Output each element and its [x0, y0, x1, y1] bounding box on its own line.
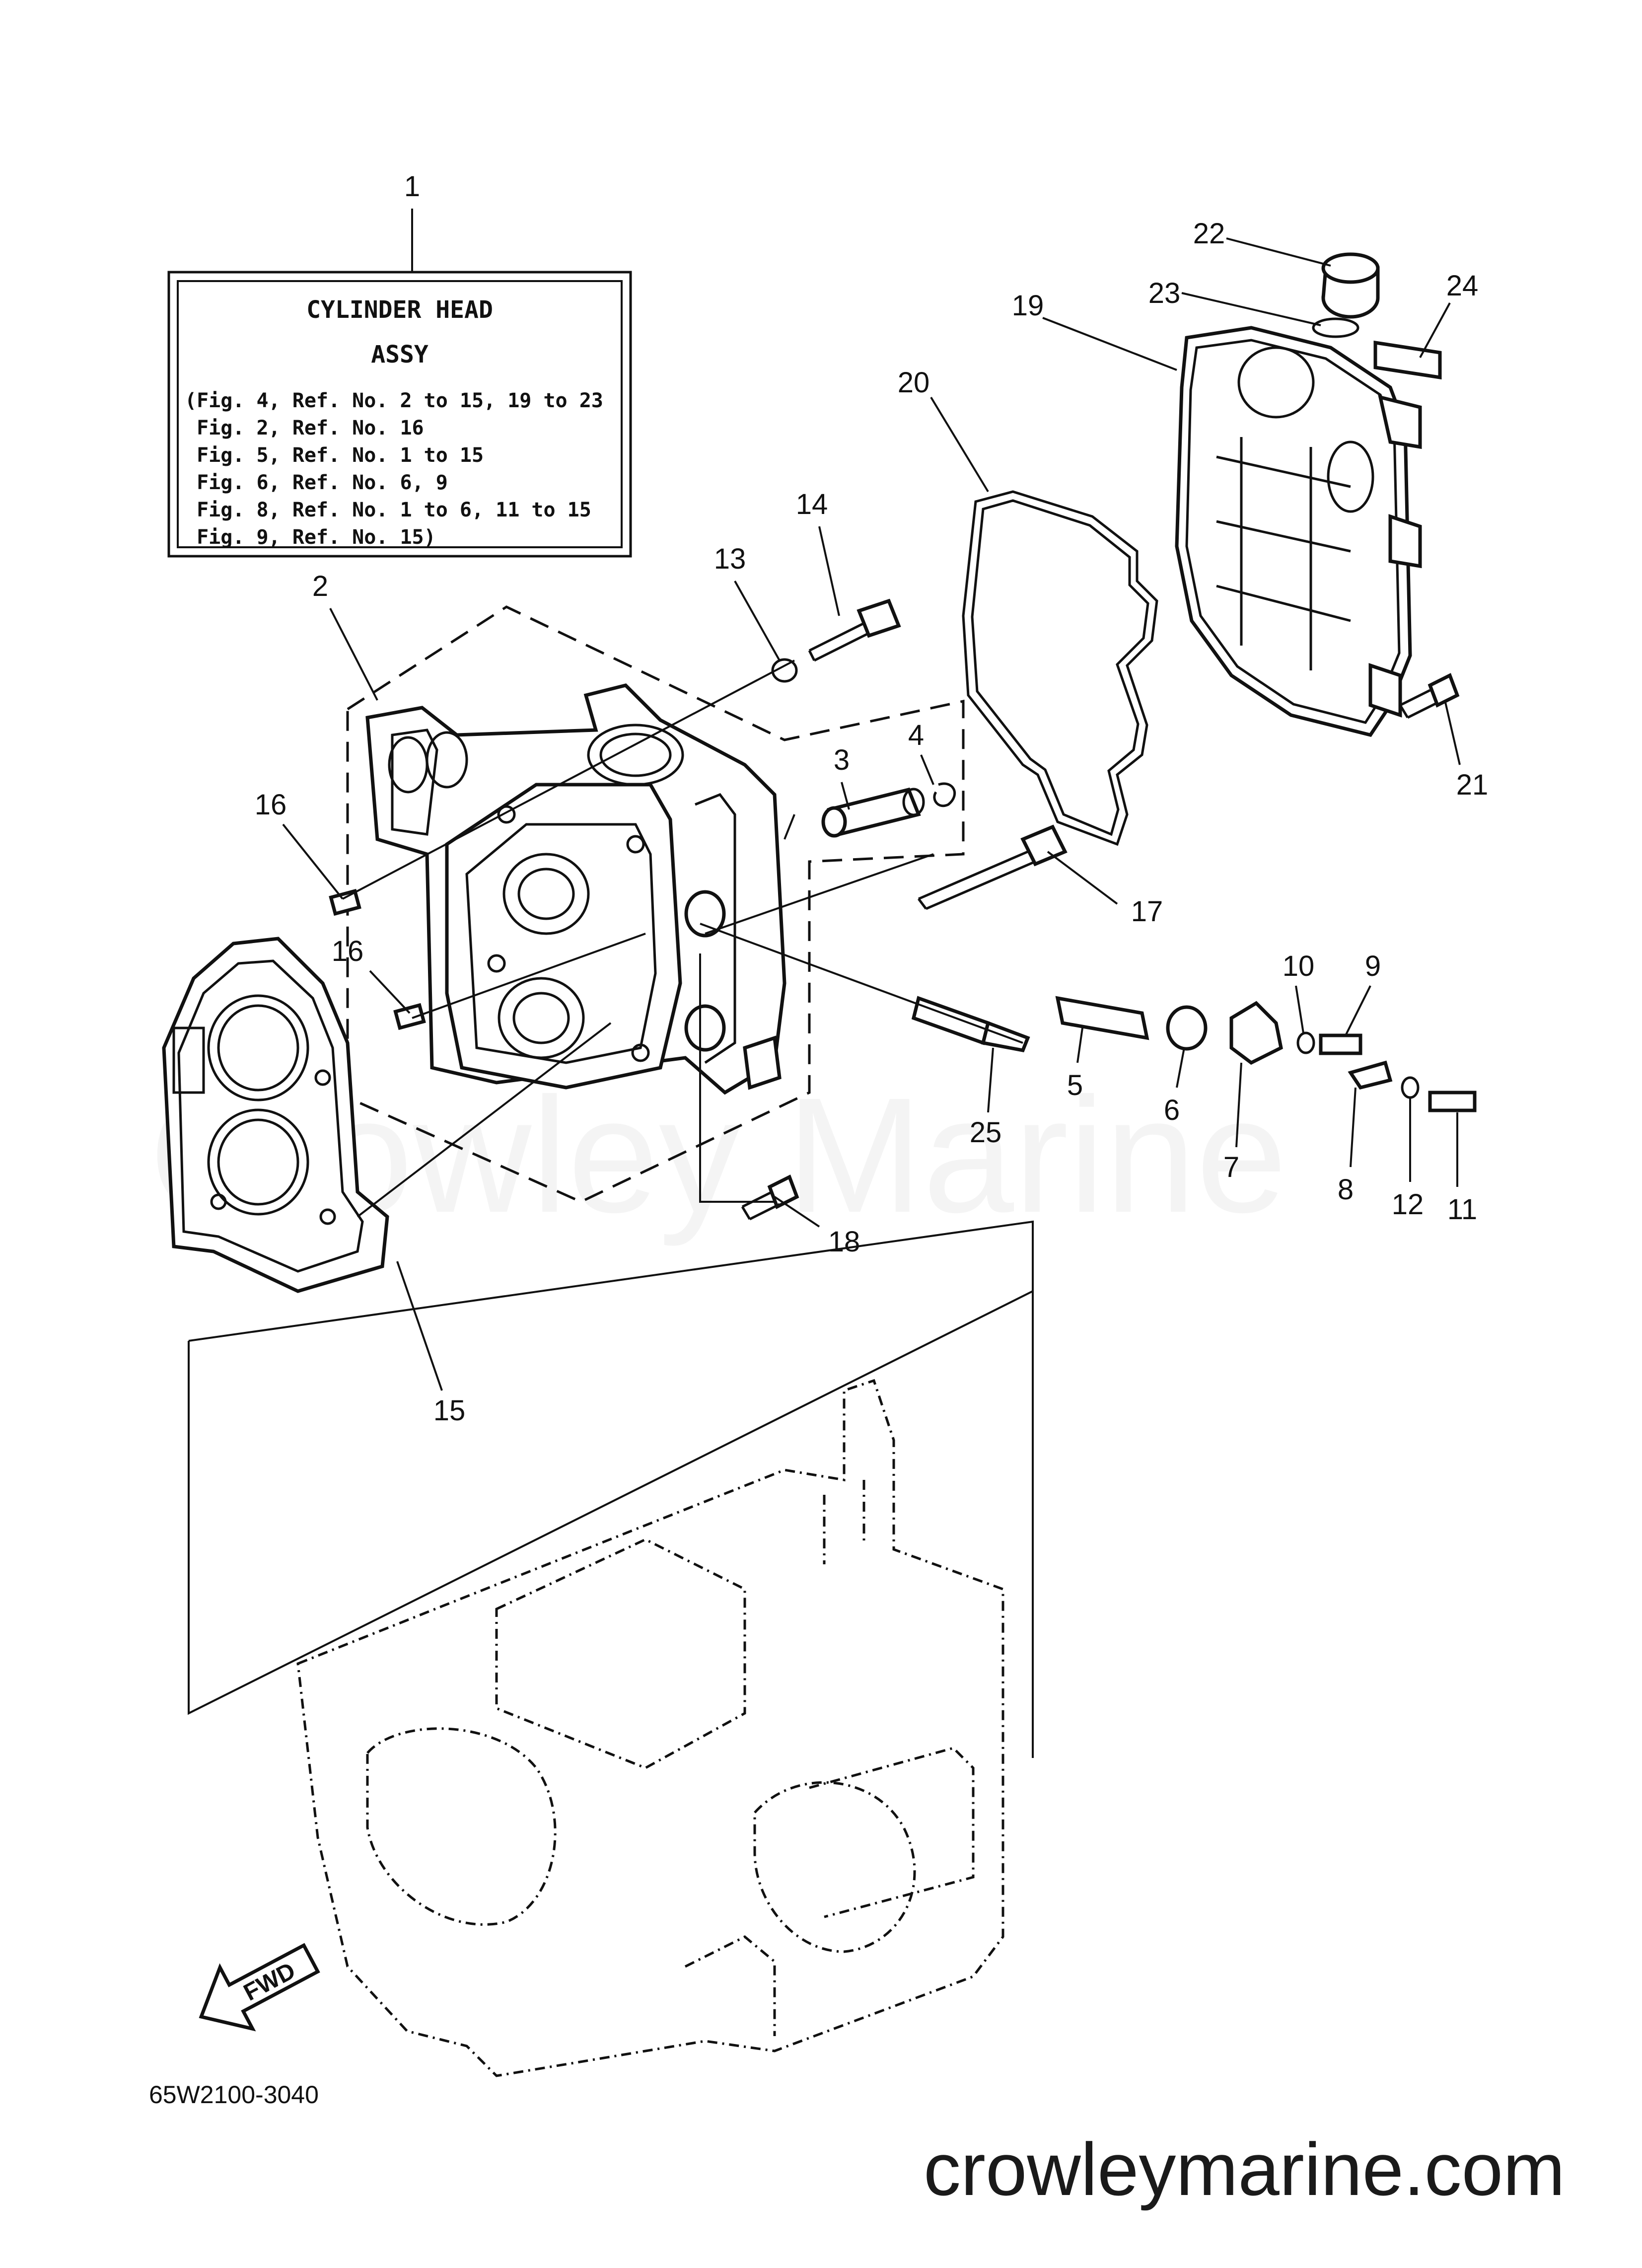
bolt	[1319, 1033, 1362, 1055]
diagram-code: 65W2100-3040	[149, 2081, 319, 2109]
callout-10: 10	[1283, 950, 1315, 982]
box-title-line2: ASSY	[371, 341, 428, 368]
long-bolt	[918, 824, 1068, 910]
callout-20: 20	[898, 366, 930, 399]
callout-17: 17	[1131, 895, 1163, 928]
leader-lines	[282, 209, 1461, 1391]
cylinder-block-reference	[296, 1379, 1004, 2077]
callout-2: 2	[312, 570, 328, 602]
box-ref-line: Fig. 8, Ref. No. 1 to 6, 11 to 15	[185, 499, 591, 521]
bracket	[1229, 1001, 1283, 1065]
callout-9: 9	[1365, 950, 1381, 982]
callout-14: 14	[796, 488, 828, 520]
oil-filler-cap	[1321, 252, 1380, 319]
box-ref-line: Fig. 2, Ref. No. 16	[185, 417, 424, 439]
washer	[1296, 1031, 1315, 1054]
cover-gasket-inner	[971, 499, 1149, 836]
callout-12: 12	[1392, 1188, 1424, 1221]
cover-gasket	[962, 490, 1158, 846]
box-ref-line: Fig. 9, Ref. No. 15)	[185, 526, 436, 549]
clamp	[1348, 1060, 1393, 1090]
callout-16: 16	[255, 789, 287, 821]
callout-13: 13	[714, 543, 746, 575]
box-ref-line: Fig. 6, Ref. No. 6, 9	[185, 471, 448, 494]
cylinder-head	[365, 683, 786, 1095]
box-ref-line: (Fig. 4, Ref. No. 2 to 15, 19 to 23	[185, 389, 603, 412]
head-gasket	[162, 937, 389, 1293]
bolt	[1428, 1091, 1477, 1112]
callout-18: 18	[828, 1226, 860, 1258]
assembly-bracket	[188, 1220, 1034, 1342]
o-ring	[1312, 317, 1359, 338]
cover-bolt	[1399, 673, 1460, 719]
callout-25: 25	[970, 1116, 1002, 1149]
sensor	[1055, 996, 1149, 1040]
box-ref-line: Fig. 5, Ref. No. 1 to 15	[185, 444, 484, 467]
clip	[933, 782, 956, 807]
dowel-pin	[393, 1003, 426, 1030]
fwd-arrow: FWD	[199, 1943, 320, 2032]
site-url: crowleymarine.com	[924, 2127, 1565, 2211]
callout-21: 21	[1456, 769, 1489, 801]
assembly-info-box: CYLINDER HEAD ASSY (Fig. 4, Ref. No. 2 t…	[167, 271, 632, 558]
bolt	[741, 1174, 799, 1221]
callout-19: 19	[1012, 290, 1044, 322]
bolt	[808, 598, 901, 662]
callout-11: 11	[1447, 1193, 1477, 1226]
sleeve	[821, 787, 925, 838]
callout-7: 7	[1223, 1151, 1239, 1183]
grommet	[1166, 1005, 1208, 1051]
washer	[771, 658, 798, 683]
cylinder-head-cover	[1175, 326, 1422, 737]
dowel-pin	[329, 888, 361, 916]
callout-4: 4	[908, 719, 924, 751]
callout-6: 6	[1164, 1094, 1180, 1126]
callout-5: 5	[1067, 1069, 1083, 1101]
callout-1: 1	[404, 170, 420, 203]
callout-3: 3	[834, 744, 850, 776]
callout-numbers: 1 2 3 4 5 6 7 8 9 10 11 12 13 14 15 16 1…	[255, 170, 1489, 1427]
box-title-line1: CYLINDER HEAD	[306, 296, 493, 324]
assembly-bracket	[188, 1289, 1034, 1758]
caution-label	[1373, 340, 1442, 380]
washer	[1401, 1076, 1420, 1099]
callout-24: 24	[1446, 270, 1479, 302]
callout-23: 23	[1148, 277, 1181, 309]
callout-16: 16	[332, 935, 364, 967]
callout-8: 8	[1338, 1173, 1354, 1206]
head-assembly-outline	[346, 605, 965, 1203]
callout-22: 22	[1193, 218, 1225, 250]
callout-15: 15	[433, 1394, 466, 1427]
